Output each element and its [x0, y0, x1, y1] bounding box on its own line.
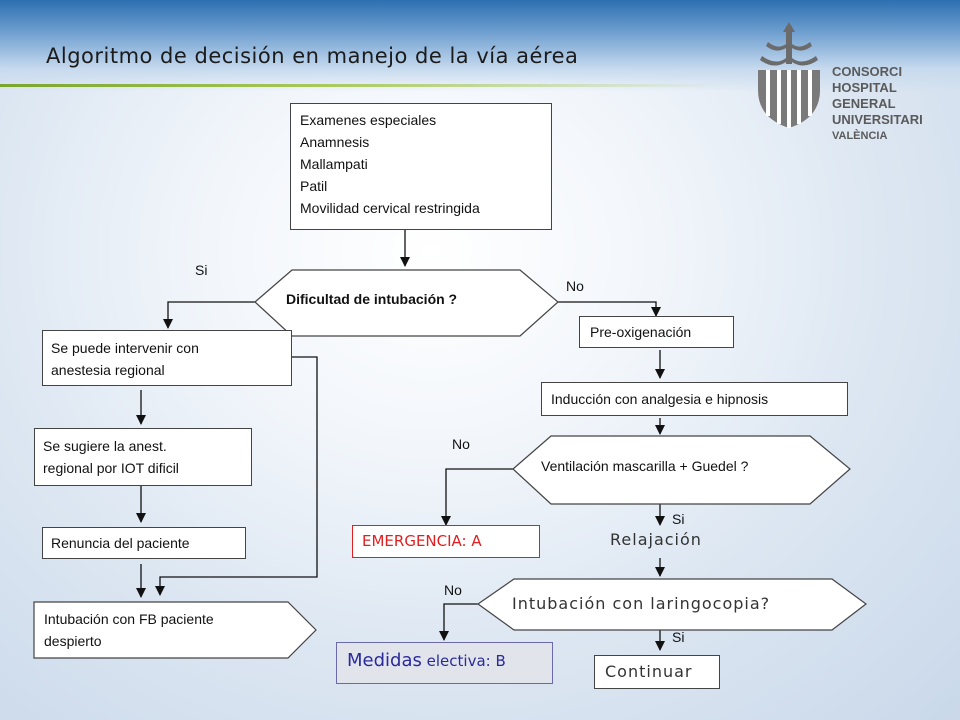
medidas-rest: electiva: B: [421, 652, 506, 670]
arrow-no-emergencia: [441, 468, 513, 526]
fb-shape: [33, 601, 317, 659]
arrow-si-regional: [163, 301, 255, 329]
regional-line-1: Se puede intervenir con: [51, 340, 199, 356]
edge-label-si-vent: Si: [672, 511, 685, 527]
edge-label-si: Si: [195, 262, 208, 278]
anamnesis-line: Anamnesis: [300, 134, 370, 150]
induccion-box: Inducción con analgesia e hipnosis: [541, 382, 848, 416]
relajacion-label: Relajación: [610, 530, 702, 549]
preox-box: Pre-oxigenación: [579, 316, 734, 348]
arrow-no-preox: [558, 301, 661, 317]
hospital-logo: [758, 22, 820, 128]
sugiere-line-2: regional por IOT dificil: [43, 460, 179, 476]
edge-label-no-vent: No: [452, 436, 470, 452]
title-underline: [0, 84, 720, 87]
examenes-box: Examenes especiales Anamnesis Mallampati…: [290, 103, 552, 230]
emergencia-box: EMERGENCIA: A: [352, 525, 540, 558]
regional-line-2: anestesia regional: [51, 362, 165, 378]
continuar-box: Continuar: [594, 655, 720, 689]
renuncia-box: Renuncia del paciente: [42, 527, 246, 559]
edge-label-no-lar: No: [444, 582, 462, 598]
edge-label-no: No: [566, 278, 584, 294]
examenes-line: Examenes especiales: [300, 112, 437, 128]
page-title: Algoritmo de decisión en manejo de la ví…: [46, 44, 579, 68]
fb-line-1: Intubación con FB paciente: [44, 611, 214, 627]
dificultad-text: Dificultad de intubación ?: [286, 291, 458, 307]
sugiere-line-1: Se sugiere la anest.: [43, 438, 167, 454]
edge-label-si-lar: Si: [672, 629, 685, 645]
movilidad-line: Movilidad cervical restringida: [300, 200, 480, 216]
mallampati-line: Mallampati: [300, 156, 368, 172]
medidas-main: Medidas: [347, 650, 422, 671]
fb-line-2: despierto: [44, 633, 102, 649]
fb-text: Intubación con FB paciente despierto: [44, 608, 214, 652]
laringo-text: Intubación con laringocopia?: [512, 594, 771, 613]
sugiere-box: Se sugiere la anest. regional por IOT di…: [34, 428, 252, 486]
decision-ventilacion: [512, 435, 851, 505]
decision-dificultad: [254, 269, 559, 337]
patil-line: Patil: [300, 178, 328, 194]
regional-box: Se puede intervenir con anestesia region…: [42, 330, 292, 386]
ventilacion-text: Ventilación mascarilla + Guedel ?: [541, 458, 749, 474]
decision-laringo: [476, 578, 868, 631]
arrow-no-medidas: [439, 603, 478, 641]
medidas-box: Medidas electiva: B: [336, 642, 553, 684]
arrow-regional-fb: [155, 356, 318, 596]
